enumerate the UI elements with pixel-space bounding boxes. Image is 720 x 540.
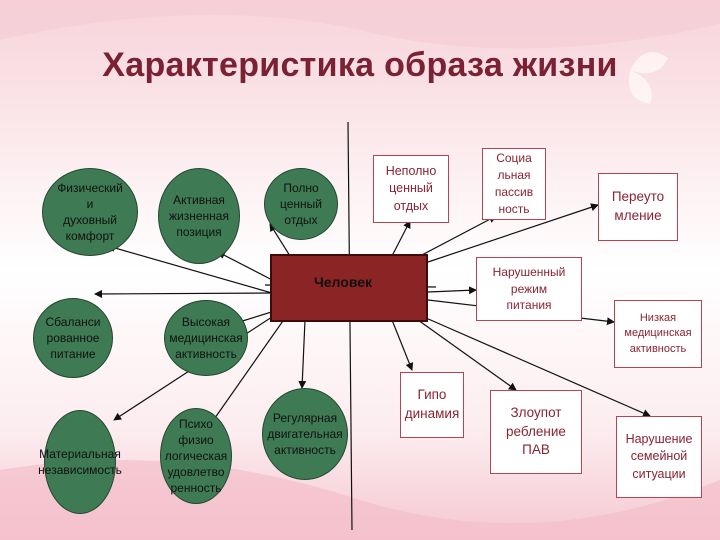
center-node-label: Человек: [313, 274, 373, 290]
positive-node-comfort: Физический и духовный комфорт: [42, 168, 138, 256]
negative-node-social-passivity: Социа льная пассив ность: [482, 148, 546, 220]
arrow-to-social-passivity: [419, 215, 497, 257]
positive-node-psychophysio: Психо физио логическая удовлетво ренност…: [160, 408, 232, 504]
positive-node-active-position: Активная жизненная позиция: [158, 168, 240, 264]
positive-node-independence: Материальная независимость: [38, 410, 122, 514]
center-node-person: Человек: [270, 254, 428, 322]
negative-node-incomplete-rest: Неполно ценный отдых: [373, 155, 449, 223]
vertical-divider: [347, 121, 353, 531]
arrow-to-balanced-nutrition: [94, 289, 273, 298]
arrow-to-hypodynamia: [391, 319, 414, 371]
positive-node-balanced-nutrition: Сбаланси рованное питание: [33, 298, 113, 378]
arrow-to-overfatigue: [427, 203, 599, 263]
arrow-to-full-rest: [269, 223, 291, 257]
negative-node-substance-abuse: Злоупот ребление ПАВ: [490, 390, 582, 474]
arrow-to-substance-abuse: [417, 319, 517, 391]
arrow-to-comfort: [107, 244, 273, 294]
negative-node-hypodynamia: Гипо динамия: [400, 372, 464, 438]
negative-node-broken-diet: Нарушенный режим питания: [476, 257, 582, 321]
positive-node-regular-motion: Регулярная двигательная активность: [262, 388, 348, 480]
arrow-to-active-position: [217, 251, 281, 285]
arrow-to-regular-motion: [298, 319, 307, 389]
arrow-to-broken-diet: [427, 286, 477, 295]
arrow-to-incomplete-rest: [391, 220, 411, 257]
arrow-to-family-situation: [425, 317, 651, 417]
negative-node-overfatigue: Переуто мление: [598, 173, 678, 241]
page-title: Характеристика образа жизни: [102, 46, 618, 84]
positive-node-full-rest: Полно ценный отдых: [264, 168, 338, 240]
negative-node-family-situation: Нарушение семейной ситуации: [616, 416, 702, 498]
negative-node-low-med-activity: Низкая медицинская активность: [614, 300, 702, 368]
arrow-to-psychophysio: [209, 317, 286, 426]
positive-node-high-med-activity: Высокая медицинская активность: [164, 300, 248, 376]
